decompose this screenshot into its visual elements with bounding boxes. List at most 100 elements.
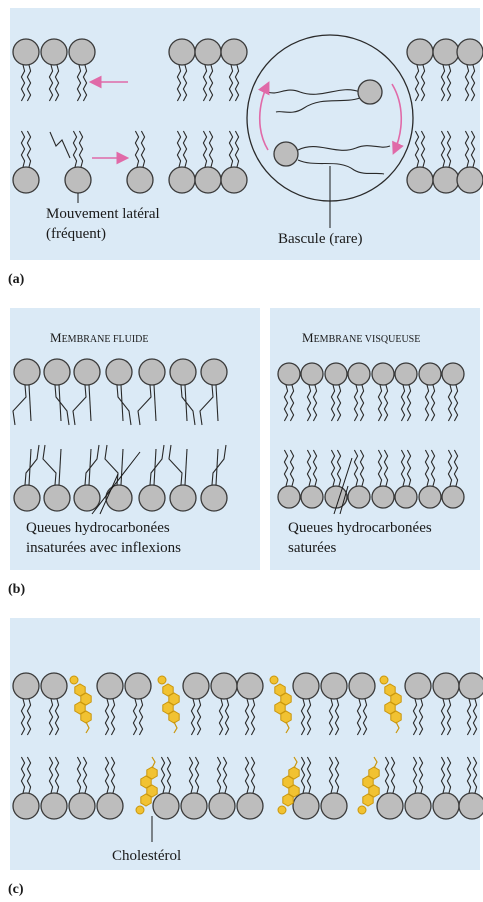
saturated-tails-label: Queues hydrocarbonées <box>288 520 432 536</box>
lipid-head <box>211 673 237 699</box>
lipid-head <box>125 673 151 699</box>
lipid-head <box>181 793 207 819</box>
lipid-head <box>201 359 227 385</box>
lipid-head <box>44 485 70 511</box>
lateral-movement-frequency: (fréquent) <box>46 226 106 242</box>
lipid-head <box>170 359 196 385</box>
lipid-head <box>293 673 319 699</box>
cholesterol-hydroxyl <box>380 676 388 684</box>
lipid-head <box>106 359 132 385</box>
lipid-head <box>195 167 221 193</box>
flip-flop-label: Bascule (rare) <box>278 231 363 247</box>
lipid-head <box>377 793 403 819</box>
cholesterol-ring <box>169 711 179 723</box>
cholesterol-ring <box>391 711 401 723</box>
lipid-head <box>433 39 459 65</box>
lipid-head <box>69 39 95 65</box>
lipid-head <box>209 793 235 819</box>
lipid-head <box>278 486 300 508</box>
lipid-head <box>372 363 394 385</box>
lipid-head <box>74 485 100 511</box>
lipid-head <box>442 486 464 508</box>
lipid-head <box>139 359 165 385</box>
lipid-head <box>13 793 39 819</box>
lipid-head <box>405 793 431 819</box>
lipid-head <box>321 793 347 819</box>
cholesterol-hydroxyl <box>136 806 144 814</box>
lipid-head <box>69 793 95 819</box>
cholesterol-ring <box>369 767 379 779</box>
lipid-head <box>201 485 227 511</box>
lipid-head <box>41 673 67 699</box>
lipid-head <box>97 793 123 819</box>
lipid-head <box>457 39 483 65</box>
lipid-head <box>372 486 394 508</box>
lipid-head <box>139 485 165 511</box>
lipid-head <box>65 167 91 193</box>
lipid-head <box>301 486 323 508</box>
lipid-head <box>183 673 209 699</box>
lipid-head <box>293 793 319 819</box>
lipid-head <box>459 673 483 699</box>
lipid-head <box>358 80 382 104</box>
cholesterol-hydroxyl <box>70 676 78 684</box>
lipid-head <box>237 793 263 819</box>
cholesterol-ring <box>281 711 291 723</box>
unsaturated-tails-label: Queues hydrocarbonées <box>26 520 170 536</box>
lipid-head <box>13 673 39 699</box>
lipid-head <box>170 485 196 511</box>
lipid-head <box>321 673 347 699</box>
lipid-head <box>301 363 323 385</box>
lipid-head <box>44 359 70 385</box>
panel-b-letter: (b) <box>8 582 25 597</box>
lipid-head <box>106 485 132 511</box>
cholesterol-hydroxyl <box>270 676 278 684</box>
lipid-head <box>237 673 263 699</box>
lipid-head <box>74 359 100 385</box>
lipid-head <box>405 673 431 699</box>
lipid-head <box>457 167 483 193</box>
lipid-head <box>127 167 153 193</box>
unsaturated-tails-description: insaturées avec inflexions <box>26 540 181 556</box>
lipid-head <box>221 39 247 65</box>
lipid-head <box>153 793 179 819</box>
lipid-head <box>419 363 441 385</box>
lateral-movement-label: Mouvement latéral <box>46 206 160 222</box>
panel-a-letter: (a) <box>8 272 25 287</box>
cholesterol-hydroxyl <box>358 806 366 814</box>
lipid-head <box>169 39 195 65</box>
lipid-head <box>395 486 417 508</box>
lipid-head <box>433 673 459 699</box>
lipid-head <box>348 363 370 385</box>
lipid-head <box>442 363 464 385</box>
lipid-head <box>459 793 483 819</box>
lipid-head <box>325 486 347 508</box>
cholesterol-ring <box>81 711 91 723</box>
lipid-head <box>433 167 459 193</box>
lipid-head <box>41 39 67 65</box>
lipid-head <box>278 363 300 385</box>
lipid-head <box>274 142 298 166</box>
lipid-head <box>14 485 40 511</box>
lipid-head <box>407 167 433 193</box>
panel-c-letter: (c) <box>8 882 24 897</box>
lipid-head <box>195 39 221 65</box>
cholesterol-label: Cholestérol <box>112 848 181 864</box>
lipid-head <box>433 793 459 819</box>
cholesterol-ring <box>147 767 157 779</box>
cholesterol-hydroxyl <box>278 806 286 814</box>
lipid-head <box>407 39 433 65</box>
lipid-head <box>395 363 417 385</box>
cholesterol-hydroxyl <box>158 676 166 684</box>
lipid-head <box>349 673 375 699</box>
lipid-head <box>97 673 123 699</box>
lipid-head <box>169 167 195 193</box>
lipid-head <box>13 167 39 193</box>
lipid-head <box>41 793 67 819</box>
lipid-head <box>221 167 247 193</box>
lipid-head <box>14 359 40 385</box>
lipid-head <box>419 486 441 508</box>
lipid-head <box>13 39 39 65</box>
